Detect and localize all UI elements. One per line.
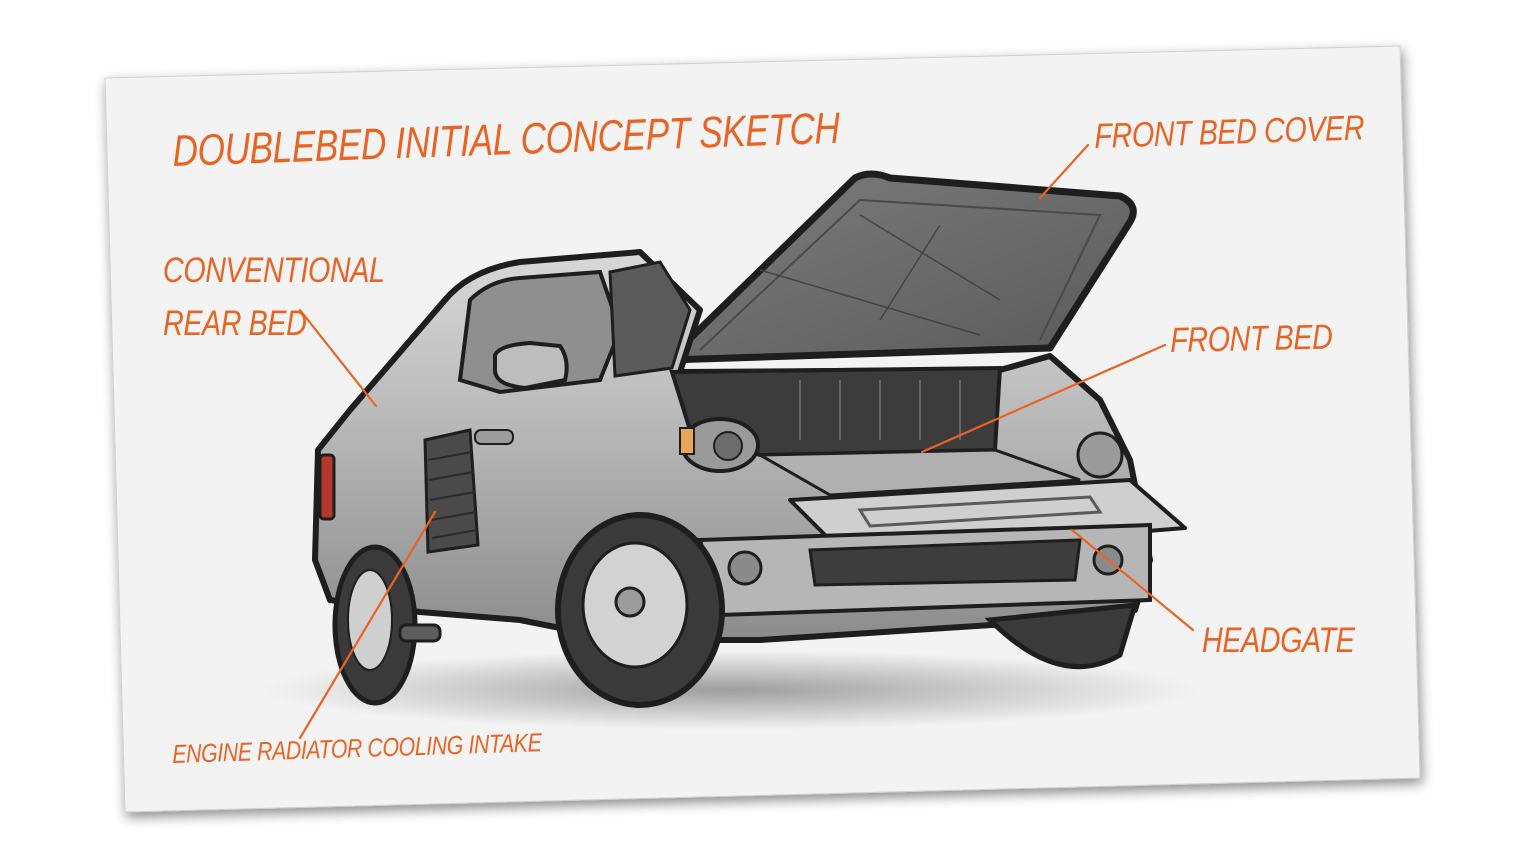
label-headgate: HEADGATE <box>1202 621 1355 660</box>
leader-lines <box>298 143 1195 740</box>
label-conventional-rear-bed: CONVENTIONAL REAR BED <box>163 251 385 343</box>
label-conventional-line: CONVENTIONAL <box>163 251 385 290</box>
label-rear-bed-line: REAR BED <box>163 303 307 343</box>
wheel-front <box>555 512 725 708</box>
label-front-bed: FRONT BED <box>1169 317 1333 360</box>
wheel-far <box>984 602 1139 670</box>
pickup-truck-illustration <box>260 170 1200 730</box>
